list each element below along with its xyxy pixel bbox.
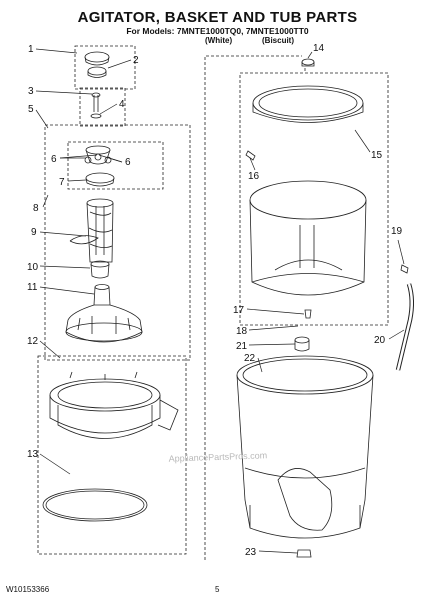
callout-15: 15 bbox=[371, 150, 383, 161]
callout-18: 18 bbox=[236, 326, 248, 337]
callout-19: 19 bbox=[391, 226, 403, 237]
callout-20: 20 bbox=[374, 335, 386, 346]
callout-6-right: 6 bbox=[125, 157, 131, 168]
callout-22: 22 bbox=[244, 353, 256, 364]
group-box-dogs bbox=[67, 141, 164, 190]
callout-16: 16 bbox=[248, 171, 260, 182]
callout-9: 9 bbox=[31, 227, 37, 238]
callout-14: 14 bbox=[313, 43, 325, 54]
callout-1: 1 bbox=[28, 44, 34, 55]
group-box-tub-ring bbox=[37, 355, 187, 555]
callout-3: 3 bbox=[28, 86, 34, 97]
callout-13: 13 bbox=[27, 449, 39, 460]
diagram-title: AGITATOR, BASKET AND TUB PARTS bbox=[77, 9, 358, 26]
callout-7: 7 bbox=[59, 177, 65, 188]
callout-21: 21 bbox=[236, 341, 248, 352]
connector-line-14 bbox=[204, 55, 302, 560]
callout-11: 11 bbox=[27, 282, 38, 293]
callout-5: 5 bbox=[28, 104, 34, 115]
callout-10: 10 bbox=[27, 262, 39, 273]
variant-biscuit: (Biscuit) bbox=[262, 36, 294, 45]
watermark-text: AppliancePartsPros.com bbox=[168, 450, 267, 463]
callout-2: 2 bbox=[133, 55, 139, 66]
models-line: For Models: 7MNTE1000TQ0, 7MNTE1000TT0 bbox=[126, 26, 309, 36]
callout-17: 17 bbox=[233, 305, 245, 316]
callout-23: 23 bbox=[245, 547, 257, 558]
group-box-agitator bbox=[44, 124, 191, 361]
callout-6-left: 6 bbox=[51, 154, 57, 165]
group-box-bolt bbox=[79, 87, 126, 127]
callout-8: 8 bbox=[33, 203, 39, 214]
callout-4: 4 bbox=[119, 99, 125, 110]
callout-12: 12 bbox=[27, 336, 39, 347]
group-box-cap bbox=[74, 45, 136, 90]
footer-page-number: 5 bbox=[215, 585, 220, 594]
variant-white: (White) bbox=[205, 36, 233, 45]
footer-part-number: W10153366 bbox=[6, 585, 50, 594]
